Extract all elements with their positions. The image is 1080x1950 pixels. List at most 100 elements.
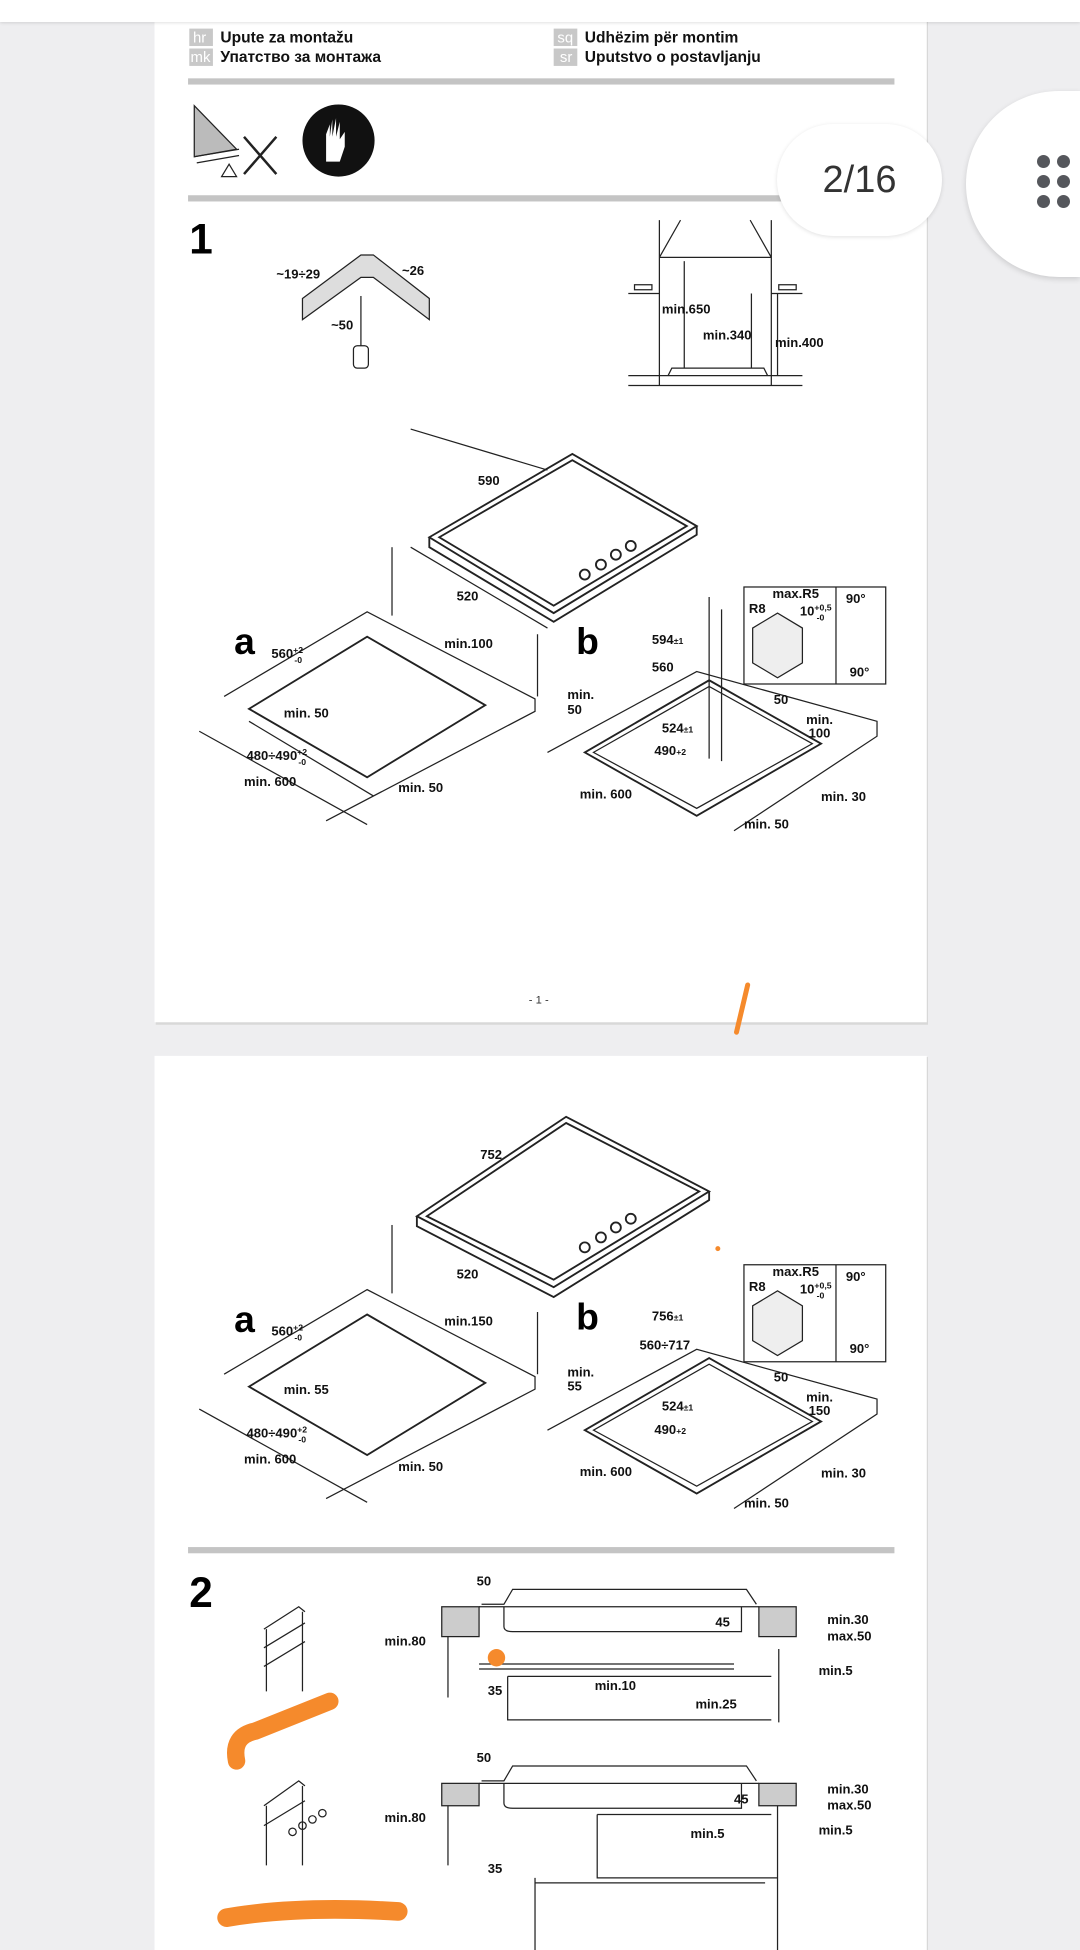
dim-label: min. 600 (580, 786, 632, 801)
dim-label: 594±1 (652, 632, 684, 647)
dim-label: 752 (480, 1147, 502, 1162)
dim-label: 150 (809, 1403, 831, 1418)
dim-label: 90° (850, 665, 870, 680)
dim-label: R8 (749, 1279, 766, 1294)
tol: ±1 (674, 636, 684, 646)
dim-label: min. (806, 1390, 833, 1405)
dim-label: 560 (652, 660, 674, 675)
dim-label: 55 (567, 1378, 582, 1393)
tol-sup: +0,5 (814, 1280, 831, 1290)
dim-label: min. 50 (744, 1495, 789, 1510)
page-background (154, 1055, 927, 1950)
dim-value: 10 (800, 1281, 815, 1296)
dim-label: min. 50 (398, 780, 443, 795)
dim-label: 560÷717 (639, 1337, 690, 1352)
dim-label: min.650 (662, 301, 711, 316)
tol-sup: +0,5 (814, 603, 831, 613)
dim-label: min.25 (695, 1697, 736, 1712)
oven-section-diagram (263, 1765, 797, 1950)
annotation-stroke (734, 982, 751, 1035)
step-number: 1 (189, 216, 213, 263)
dim-label: max.50 (827, 1628, 871, 1643)
tol: ±1 (674, 1313, 684, 1323)
dot (1037, 155, 1050, 168)
dim-label: 45 (734, 1791, 749, 1806)
dim-label: min.30 (827, 1781, 868, 1796)
lang-hr: hr Upute za montažu (189, 28, 353, 46)
lang-title: Uputstvo o postavljanju (585, 49, 761, 66)
dim-label: 520 (457, 589, 479, 604)
drawer-section-diagram (263, 1588, 797, 1723)
variant-letter: a (234, 620, 255, 662)
dim-label: 480÷490+2-0 (247, 747, 308, 767)
sharp-edge-warning-icon (193, 104, 278, 178)
tol-sup: +2 (293, 645, 303, 655)
dim-label: min. 50 (744, 816, 789, 831)
dim-label: 10+0,5-0 (800, 603, 832, 623)
dim-value: 480÷490 (247, 748, 298, 763)
grid-dots-icon (1037, 155, 1071, 209)
lang-title: Udhëzim për montim (585, 29, 739, 46)
dim-label: 590 (478, 473, 500, 488)
divider (188, 1547, 895, 1554)
pdf-page-2: 752 520 a 560+2-0 min.150 min. 55 480÷49… (154, 1055, 929, 1950)
dim-label: min.5 (819, 1822, 853, 1837)
dim-value: 490 (654, 743, 676, 758)
dim-label: 524±1 (662, 720, 694, 735)
dim-value: 560 (271, 646, 293, 661)
dim-label: min. (567, 1365, 594, 1380)
top-bar (0, 0, 1080, 22)
divider (188, 195, 785, 202)
dim-label: min.400 (775, 335, 824, 350)
dim-value: 524 (662, 1398, 685, 1413)
lang-code: hr (193, 29, 206, 46)
dim-label: 35 (488, 1683, 503, 1698)
dim-label: min.340 (703, 328, 752, 343)
page-indicator-text: 2/16 (822, 158, 897, 201)
tol: +2 (676, 1426, 686, 1436)
annotation-stroke (227, 1692, 339, 1770)
variant-letter: b (576, 1295, 599, 1337)
dim-label: min. (806, 712, 833, 727)
dim-label: 45 (715, 1615, 730, 1630)
dim-label: ~26 (402, 263, 424, 278)
lang-code: sr (560, 49, 572, 66)
dot (1057, 195, 1070, 208)
dim-label: 524±1 (662, 1398, 694, 1413)
hood-diagram (628, 219, 803, 387)
dim-value: 594 (652, 632, 675, 647)
dim-label: min. 55 (284, 1382, 329, 1397)
dim-label: ~50 (331, 318, 353, 333)
dim-label: min. 600 (580, 1464, 632, 1479)
dim-label: 90° (846, 591, 866, 606)
tol: ±1 (684, 1402, 694, 1412)
dim-label: min.80 (385, 1810, 426, 1825)
dim-value: 560 (271, 1324, 293, 1339)
dim-label: 100 (809, 725, 831, 740)
dim-label: max.R5 (773, 1264, 819, 1279)
lang-title: Upute za montažu (220, 29, 353, 46)
dim-value: 490 (654, 1422, 676, 1437)
dim-label: max.50 (827, 1797, 871, 1812)
dim-label: 756±1 (652, 1309, 684, 1324)
dim-label: min. 600 (244, 1452, 296, 1467)
tol-sub: -0 (298, 757, 306, 767)
dim-label: 480÷490+2-0 (247, 1425, 308, 1445)
dim-label: min.150 (444, 1314, 493, 1329)
dim-label: min. 30 (821, 1465, 866, 1480)
dim-label: R8 (749, 601, 766, 616)
dim-label: 50 (774, 1370, 789, 1385)
dim-value: 480÷490 (247, 1426, 298, 1441)
dim-label: 560+2-0 (271, 1323, 303, 1343)
dim-label: 490+2 (654, 1422, 686, 1437)
dim-label: 35 (488, 1861, 503, 1876)
lang-title: Упатство за монтажа (220, 49, 381, 66)
dim-label: min.80 (385, 1633, 426, 1648)
annotation-dot (715, 1246, 721, 1252)
dot (1037, 175, 1050, 188)
lang-sr: sr Uputstvo o postavljanju (553, 48, 761, 66)
dim-label: min.100 (444, 636, 493, 651)
